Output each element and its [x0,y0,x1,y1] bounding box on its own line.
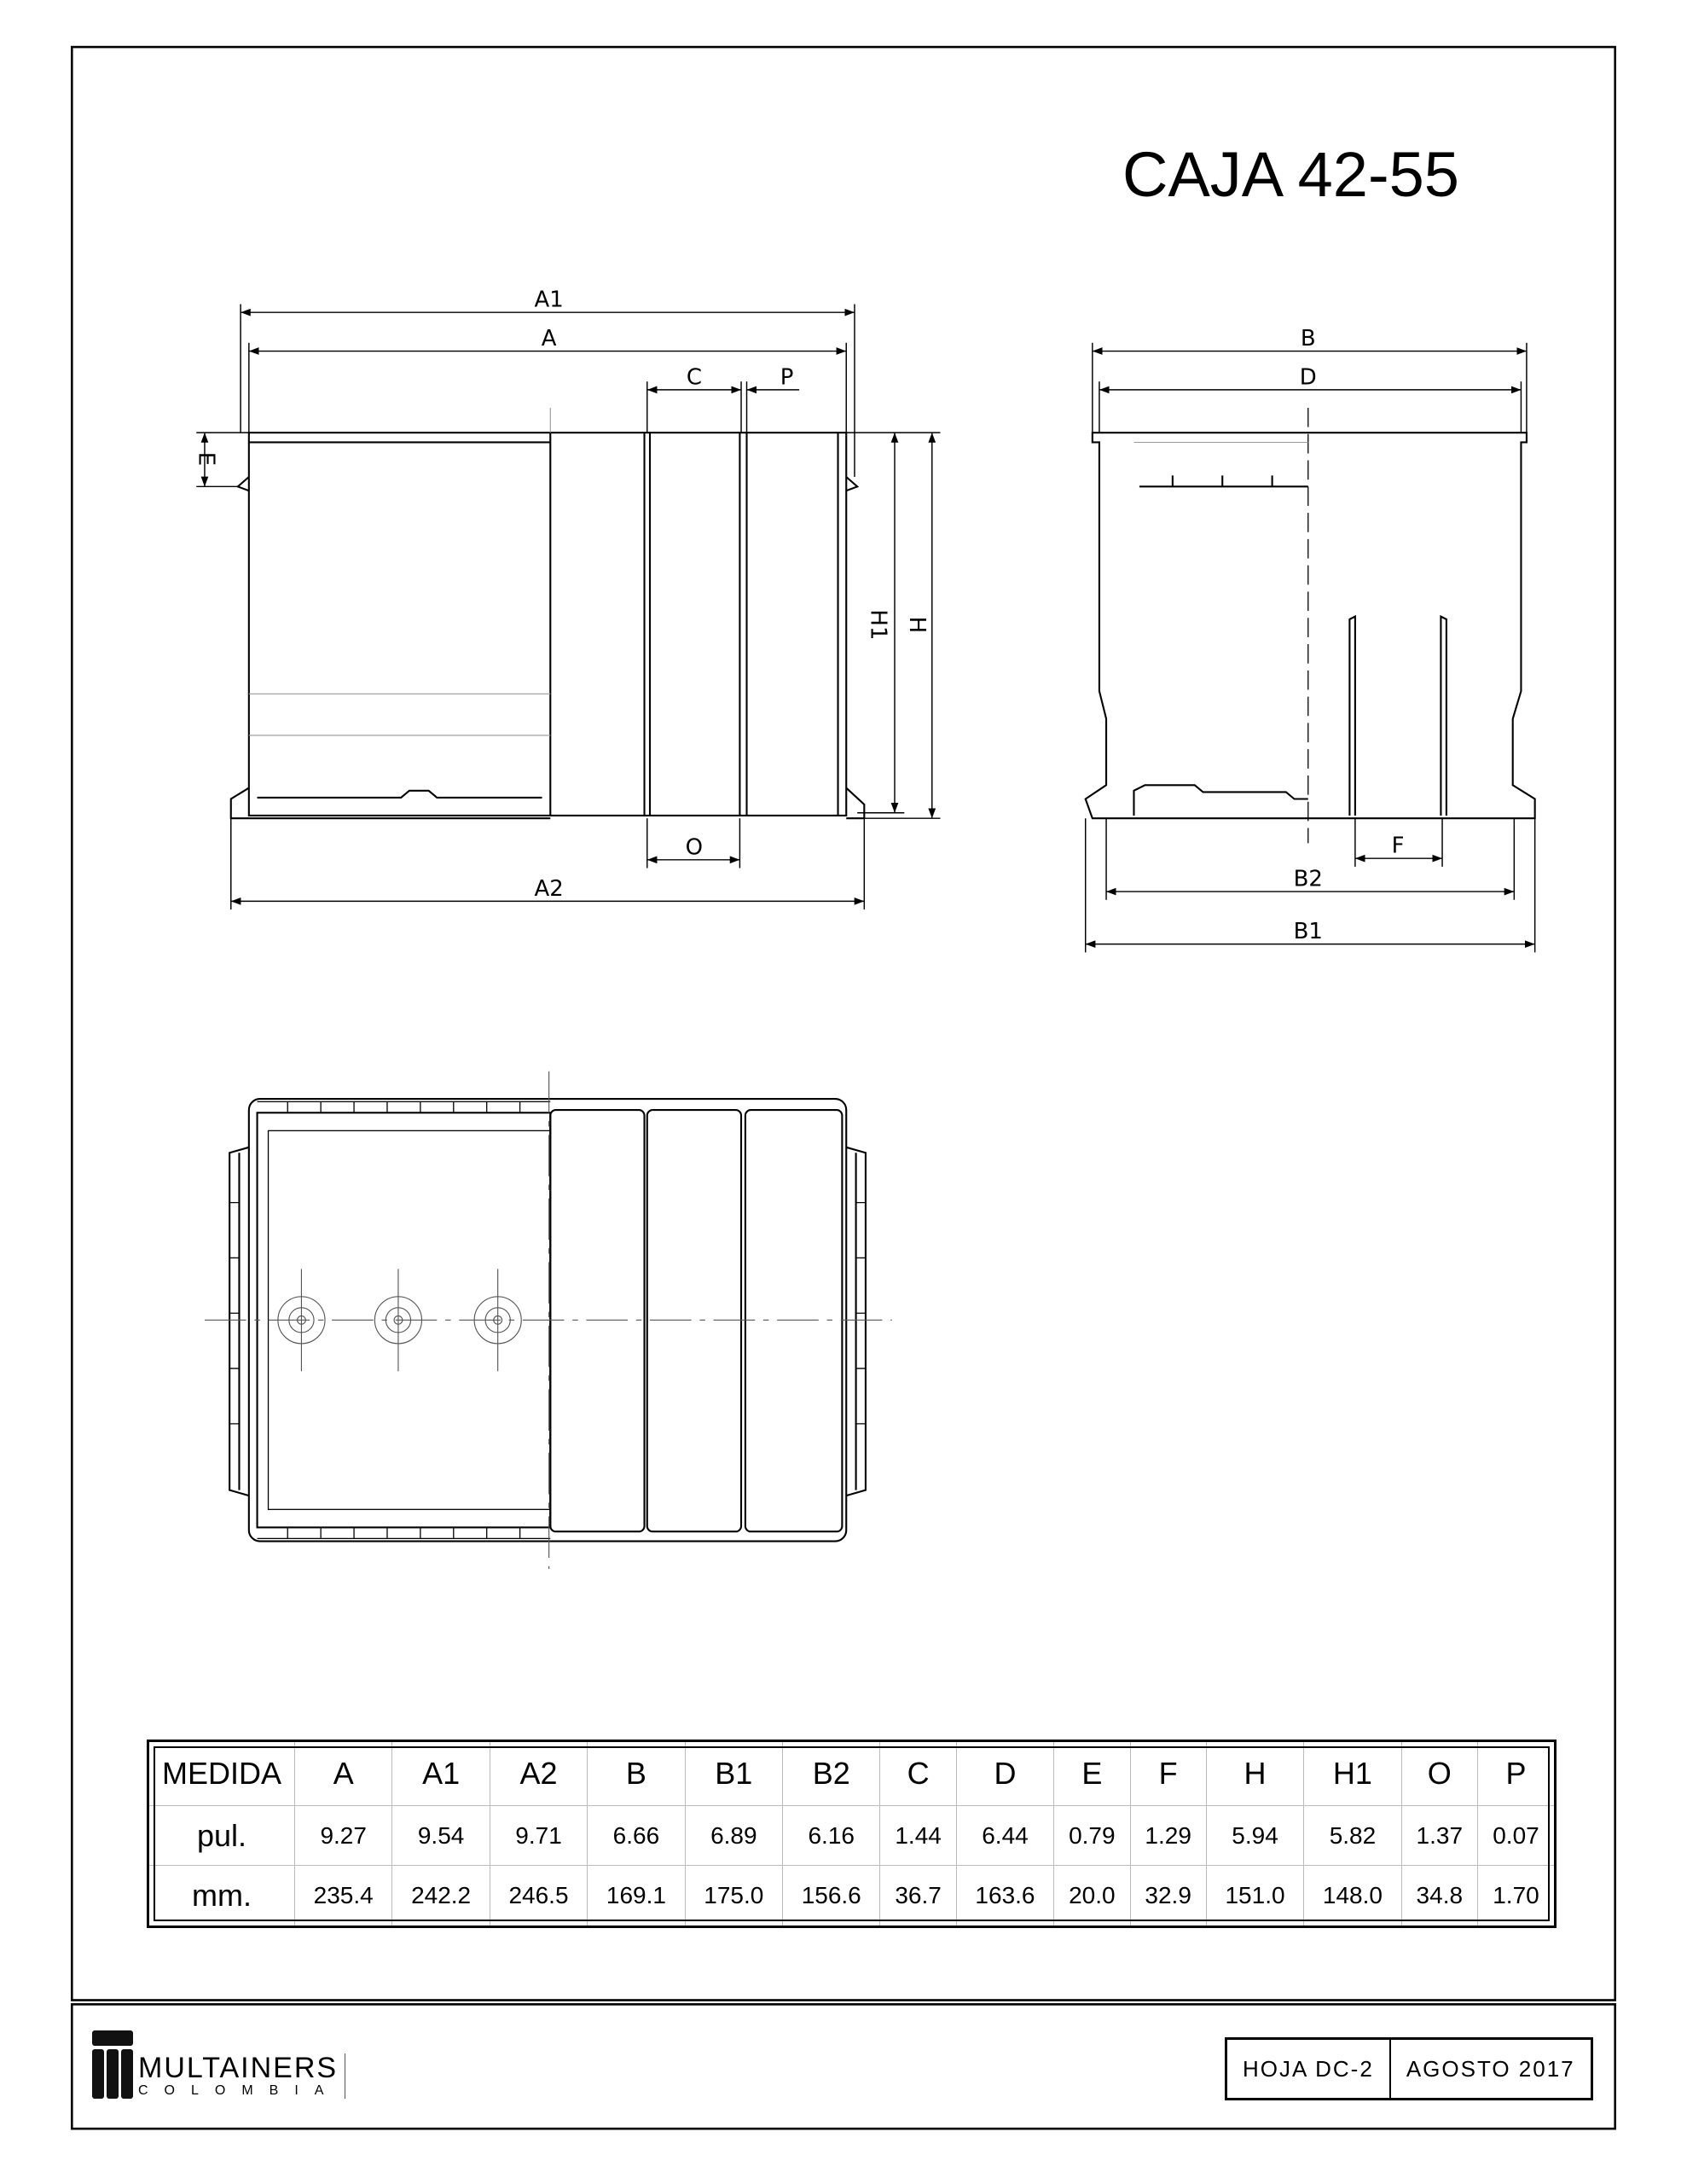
header-cell: B [587,1740,686,1806]
table-cell: 32.9 [1129,1865,1207,1927]
dimensions-table: MEDIDA A A1 A2 B B1 B2 C D E F H H1 O P … [147,1740,1557,1928]
multainers-logo: MULTAINERS COLOMBIA [92,2030,346,2099]
table-cell: 5.82 [1303,1804,1402,1867]
dim-label-f: F [1392,834,1405,859]
table-cell: 34.8 [1400,1865,1478,1927]
table-cell: 5.94 [1205,1804,1305,1867]
table-cell: 246.5 [489,1865,588,1927]
table-header-row: MEDIDA A A1 A2 B B1 B2 C D E F H H1 O P [148,1740,1557,1806]
dim-label-p: P [780,364,794,390]
dim-label-d: D [1300,364,1317,390]
table-cell: 9.54 [391,1804,490,1867]
table-cell: 1.70 [1476,1865,1557,1927]
table-cell: 0.07 [1476,1804,1557,1867]
table-cell: 1.44 [879,1804,957,1867]
table-cell: 6.16 [782,1804,881,1867]
top-view [204,1071,892,1569]
table-row-pul: pul. 9.27 9.54 9.71 6.66 6.89 6.16 1.44 … [148,1804,1557,1867]
drawing-title: CAJA 42-55 [1122,139,1459,210]
table-cell: 242.2 [391,1865,490,1927]
header-cell: E [1053,1740,1131,1806]
table-cell: 1.29 [1129,1804,1207,1867]
sheet-border [71,45,1616,2001]
dim-label-e: E [193,452,218,466]
table-cell: 0.79 [1053,1804,1131,1867]
row-label: mm. [148,1865,295,1927]
header-cell: O [1400,1740,1478,1806]
dim-label-a: A [542,326,557,351]
table-row-mm: mm. 235.4 242.2 246.5 169.1 175.0 156.6 … [148,1865,1557,1927]
table-cell: 9.27 [293,1804,393,1867]
logo-mark-icon [92,2030,133,2099]
table-cell: 235.4 [293,1865,393,1927]
table-cell: 169.1 [587,1865,686,1927]
logo-sub-text: COLOMBIA [138,2082,340,2098]
dim-label-b2: B2 [1294,867,1323,892]
table-cell: 9.71 [489,1804,588,1867]
dim-label-h1: H1 [865,609,890,640]
header-cell: A [293,1740,393,1806]
dim-label-o: O [686,834,703,860]
sheet-date: AGOSTO 2017 [1388,2040,1591,2098]
header-cell: H1 [1303,1740,1402,1806]
header-cell: H [1205,1740,1305,1806]
table-cell: 6.66 [587,1804,686,1867]
dim-label-b1: B1 [1294,919,1323,944]
header-cell: C [879,1740,957,1806]
table-cell: 6.89 [684,1804,784,1867]
table-cell: 175.0 [684,1865,784,1927]
table-cell: 6.44 [955,1804,1055,1867]
header-cell: MEDIDA [148,1740,295,1806]
header-cell: B1 [684,1740,784,1806]
dim-label-c: C [687,364,702,390]
table-cell: 20.0 [1053,1865,1131,1927]
dim-label-h: H [904,617,930,633]
header-cell: A2 [489,1740,588,1806]
header-cell: A1 [391,1740,490,1806]
dim-label-a2: A2 [535,876,564,902]
table-cell: 163.6 [955,1865,1055,1927]
table-cell: 1.37 [1400,1804,1478,1867]
table-cell: 148.0 [1303,1865,1402,1927]
header-cell: D [955,1740,1055,1806]
row-label: pul. [148,1804,295,1867]
dim-label-a1: A1 [535,288,564,313]
header-cell: B2 [782,1740,881,1806]
table-cell: 151.0 [1205,1865,1305,1927]
side-view [1084,407,1536,844]
sheet-number: HOJA DC-2 [1243,2055,1374,2082]
dim-label-b: B [1301,326,1316,351]
logo-brand-text: MULTAINERS [138,2051,339,2084]
footer-border [71,2003,1616,2130]
header-cell: F [1129,1740,1207,1806]
table-cell: 156.6 [782,1865,881,1927]
header-cell: P [1476,1740,1557,1806]
title-block: HOJA DC-2 AGOSTO 2017 [1225,2037,1593,2100]
table-cell: 36.7 [879,1865,957,1927]
front-view [229,407,866,820]
